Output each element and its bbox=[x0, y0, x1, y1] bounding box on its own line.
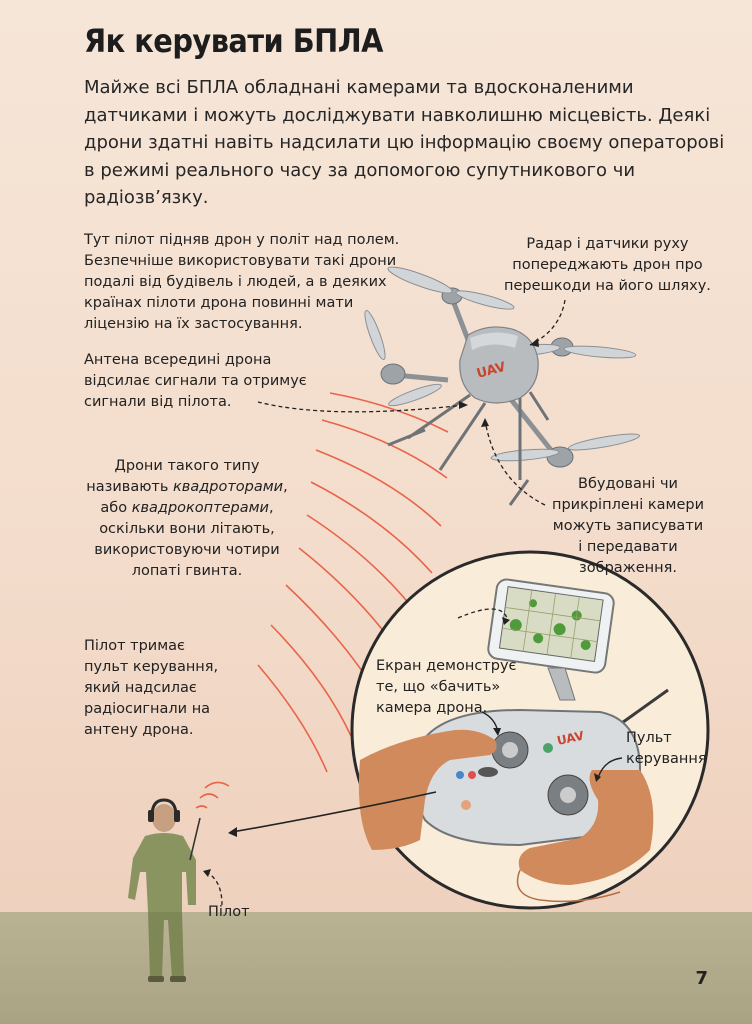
remote-logo: UAV bbox=[556, 728, 586, 747]
caption-line: відсилає сигнали та отримує bbox=[84, 373, 307, 389]
caption-quadrotor: Дрони такого типу називають квадроторами… bbox=[84, 456, 290, 582]
drone-logo: UAV bbox=[475, 360, 507, 382]
caption-text: , bbox=[283, 479, 288, 495]
pilot-signal-waves bbox=[195, 781, 230, 809]
caption-line: прикріплені камери bbox=[551, 497, 705, 513]
magnifier: UAV bbox=[350, 550, 710, 910]
caption-text: або bbox=[100, 500, 132, 516]
caption-line: Безпечніше використовувати такі дрони bbox=[84, 253, 397, 269]
caption-line: сигнали від пілота. bbox=[84, 394, 232, 410]
caption-line: Дрони такого типу bbox=[114, 458, 260, 474]
caption-line: можуть записувати bbox=[552, 518, 704, 534]
term-quadrotors: квадроторами bbox=[173, 479, 284, 495]
caption-line: Пілот тримає bbox=[84, 638, 185, 654]
caption-pilot-field: Тут пілот підняв дрон у політ над полем.… bbox=[84, 230, 399, 335]
caption-line: використовуючи чотири bbox=[94, 542, 280, 558]
ground bbox=[0, 912, 752, 1024]
caption-line: лопаті гвинта. bbox=[131, 563, 243, 579]
caption-line: який надсилає bbox=[84, 680, 197, 696]
caption-line: перешкоди на його шляху. bbox=[504, 278, 711, 294]
caption-line: камера дрона. bbox=[376, 700, 488, 716]
caption-line: пульт керування, bbox=[84, 659, 219, 675]
caption-line: Пульт bbox=[626, 730, 672, 746]
intro-line: радіозв’язку. bbox=[84, 187, 209, 208]
caption-pilot: Пілот bbox=[208, 904, 250, 920]
page-number: 7 bbox=[695, 968, 708, 989]
caption-screen: Екран демонструє те, що «бачить» камера … bbox=[376, 656, 517, 719]
pointer-arrowheads bbox=[203, 338, 539, 877]
page-title: Як керувати БПЛА bbox=[84, 22, 383, 60]
caption-line: Екран демонструє bbox=[376, 658, 517, 674]
caption-line: і передавати bbox=[578, 539, 678, 555]
drone: UAV bbox=[364, 266, 640, 506]
intro-line: дрони здатні навіть надсилати цю інформа… bbox=[84, 132, 725, 153]
caption-line: подалі від будівель і людей, а в деяких bbox=[84, 274, 387, 290]
caption-antenna: Антена всередині дрона відсилає сигнали … bbox=[84, 350, 307, 413]
intro-line: в режимі реального часу за допомогою суп… bbox=[84, 159, 636, 181]
caption-line: оскільки вони літають, bbox=[99, 521, 275, 537]
caption-line: Антена всередині дрона bbox=[84, 352, 272, 368]
caption-line: антену дрона. bbox=[84, 722, 194, 738]
caption-text: називають bbox=[86, 479, 174, 495]
caption-line: ліцензію на їх застосування. bbox=[84, 316, 303, 332]
caption-line: керування bbox=[626, 751, 707, 767]
caption-line: називають квадроторами, bbox=[84, 477, 290, 498]
caption-cameras: Вбудовані чи прикріплені камери можуть з… bbox=[548, 474, 708, 579]
pilot-figure bbox=[128, 798, 201, 982]
caption-radar: Радар і датчики руху попереджають дрон п… bbox=[504, 234, 711, 297]
caption-line: зображення. bbox=[579, 560, 677, 576]
caption-line: Вбудовані чи bbox=[578, 476, 678, 492]
intro-line: датчиками і можуть досліджувати навколиш… bbox=[84, 104, 711, 126]
caption-line: те, що «бачить» bbox=[376, 679, 501, 695]
signal-arrow bbox=[231, 791, 437, 833]
caption-remote-holder: Пілот тримає пульт керування, який надси… bbox=[84, 636, 218, 741]
caption-text: , bbox=[268, 500, 274, 516]
caption-line: радіосигнали на bbox=[84, 701, 211, 717]
term-quadcopters: квадрокоптерами bbox=[131, 500, 269, 516]
intro-line: Майже всі БПЛА обладнані камерами та вдо… bbox=[84, 77, 634, 98]
caption-line: Тут пілот підняв дрон у політ над полем. bbox=[84, 232, 400, 248]
caption-remote: Пульт керування bbox=[626, 728, 707, 770]
intro-paragraph: Майже всі БПЛА обладнані камерами та вдо… bbox=[84, 74, 724, 212]
caption-line: країнах пілоти дрона повинні мати bbox=[84, 295, 354, 311]
caption-line: попереджають дрон про bbox=[512, 257, 703, 273]
caption-line: Радар і датчики руху bbox=[526, 236, 689, 252]
caption-line: або квадрокоптерами, bbox=[84, 498, 290, 519]
